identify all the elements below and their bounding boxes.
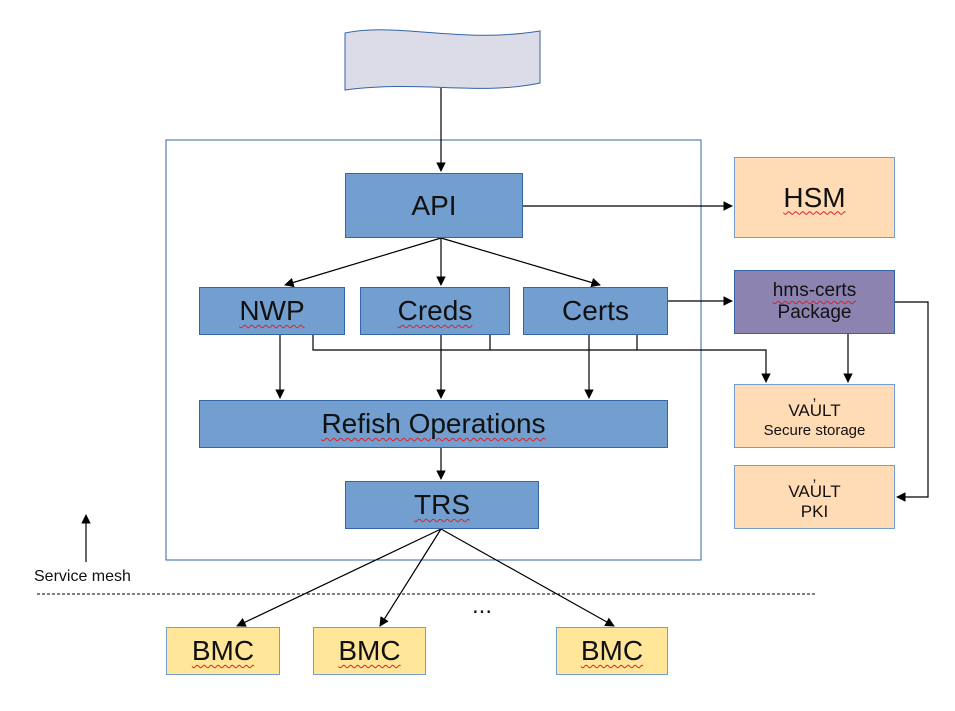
bmc-label-2: BMC bbox=[338, 635, 401, 666]
redfish-operations-label: Refish Operations bbox=[321, 408, 545, 440]
bmc-box-2: BMC bbox=[313, 627, 426, 675]
api-box: API bbox=[345, 173, 523, 238]
api-label: API bbox=[411, 189, 457, 221]
ellipsis-label: ... bbox=[472, 592, 493, 619]
vault-secure-storage-box: , VAULT Secure storage bbox=[734, 384, 895, 448]
hsm-box: HSM bbox=[734, 157, 895, 238]
hms-certs-label: hms-certs bbox=[772, 280, 857, 301]
nwp-label: NWP bbox=[239, 295, 305, 326]
redfish-operations-box: Refish Operations bbox=[199, 400, 668, 448]
vault-storage-title: VAULT bbox=[788, 401, 841, 420]
bmc-label-3: BMC bbox=[580, 635, 644, 666]
vault-pki-box: , VAULT PKI bbox=[734, 465, 895, 529]
certs-label: Certs bbox=[562, 295, 629, 326]
nwp-box: NWP bbox=[199, 287, 345, 335]
bmc-box-1: BMC bbox=[166, 627, 280, 675]
service-mesh-label: Service mesh bbox=[34, 568, 131, 585]
vault-storage-mark: , bbox=[812, 387, 817, 404]
certs-box: Certs bbox=[523, 287, 668, 335]
trs-box: TRS bbox=[345, 481, 539, 529]
bmc-box-3: BMC bbox=[556, 627, 668, 675]
redfish-label: Refish Operations bbox=[321, 408, 546, 439]
vault-storage-subtitle: Secure storage bbox=[763, 422, 866, 439]
bmc-label-1: BMC bbox=[191, 635, 255, 666]
creds-box: Creds bbox=[360, 287, 510, 335]
hms-certs-package-box: hms-certs Package bbox=[734, 270, 895, 334]
client-document-shape bbox=[344, 29, 541, 91]
vault-pki-mark: , bbox=[812, 468, 817, 485]
vault-pki-title: VAULT bbox=[788, 482, 841, 501]
package-label: Package bbox=[777, 302, 852, 323]
creds-label: Creds bbox=[397, 295, 473, 326]
trs-label: TRS bbox=[414, 489, 470, 520]
vault-pki-subtitle: PKI bbox=[800, 502, 829, 521]
hsm-label: HSM bbox=[783, 181, 846, 213]
